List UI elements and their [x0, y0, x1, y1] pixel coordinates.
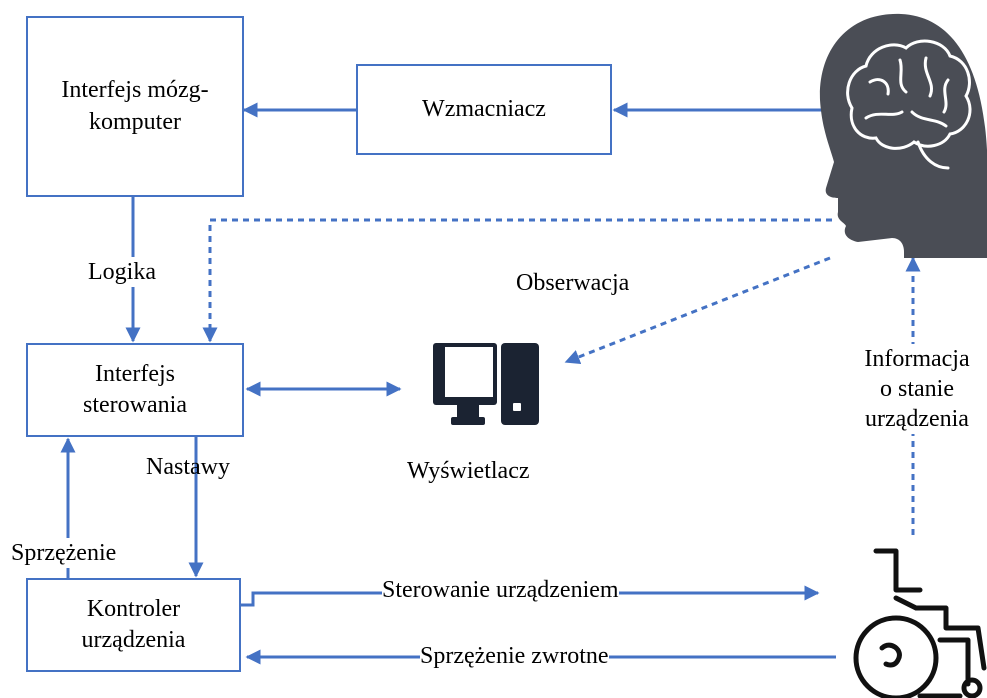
device-controller-label: Kontroler urządzenia [81, 595, 186, 653]
dashed-arrow-head-to-display [564, 256, 831, 365]
display-label: Wyświetlacz [407, 458, 530, 484]
control-interface-box: Interfejs sterowania [26, 343, 244, 437]
control-interface-label: Interfejs sterowania [83, 360, 187, 418]
return-feedback-label: Sprzężenie zwrotne [420, 641, 609, 671]
human-head-brain-icon [819, 13, 987, 258]
device-controller-box: Kontroler urządzenia [26, 578, 241, 672]
bci-box: Interfejs mózg- komputer [26, 16, 244, 197]
device-control-label: Sterowanie urządzeniem [382, 575, 619, 605]
amplifier-label: Wzmacniacz [422, 95, 546, 122]
logic-label: Logika [88, 257, 156, 287]
computer-display-icon [433, 343, 539, 425]
feedback-label: Sprzężenie [11, 538, 117, 568]
bci-label: Interfejs mózg- komputer [61, 77, 209, 135]
settings-label: Nastawy [146, 454, 230, 480]
observation-label: Obserwacja [516, 270, 630, 296]
wheelchair-icon [853, 548, 987, 698]
dashed-arrow-head-to-control-interface [202, 218, 832, 343]
amplifier-box: Wzmacniacz [356, 64, 612, 155]
device-state-label: Informacja o stanie urządzenia [850, 344, 984, 434]
